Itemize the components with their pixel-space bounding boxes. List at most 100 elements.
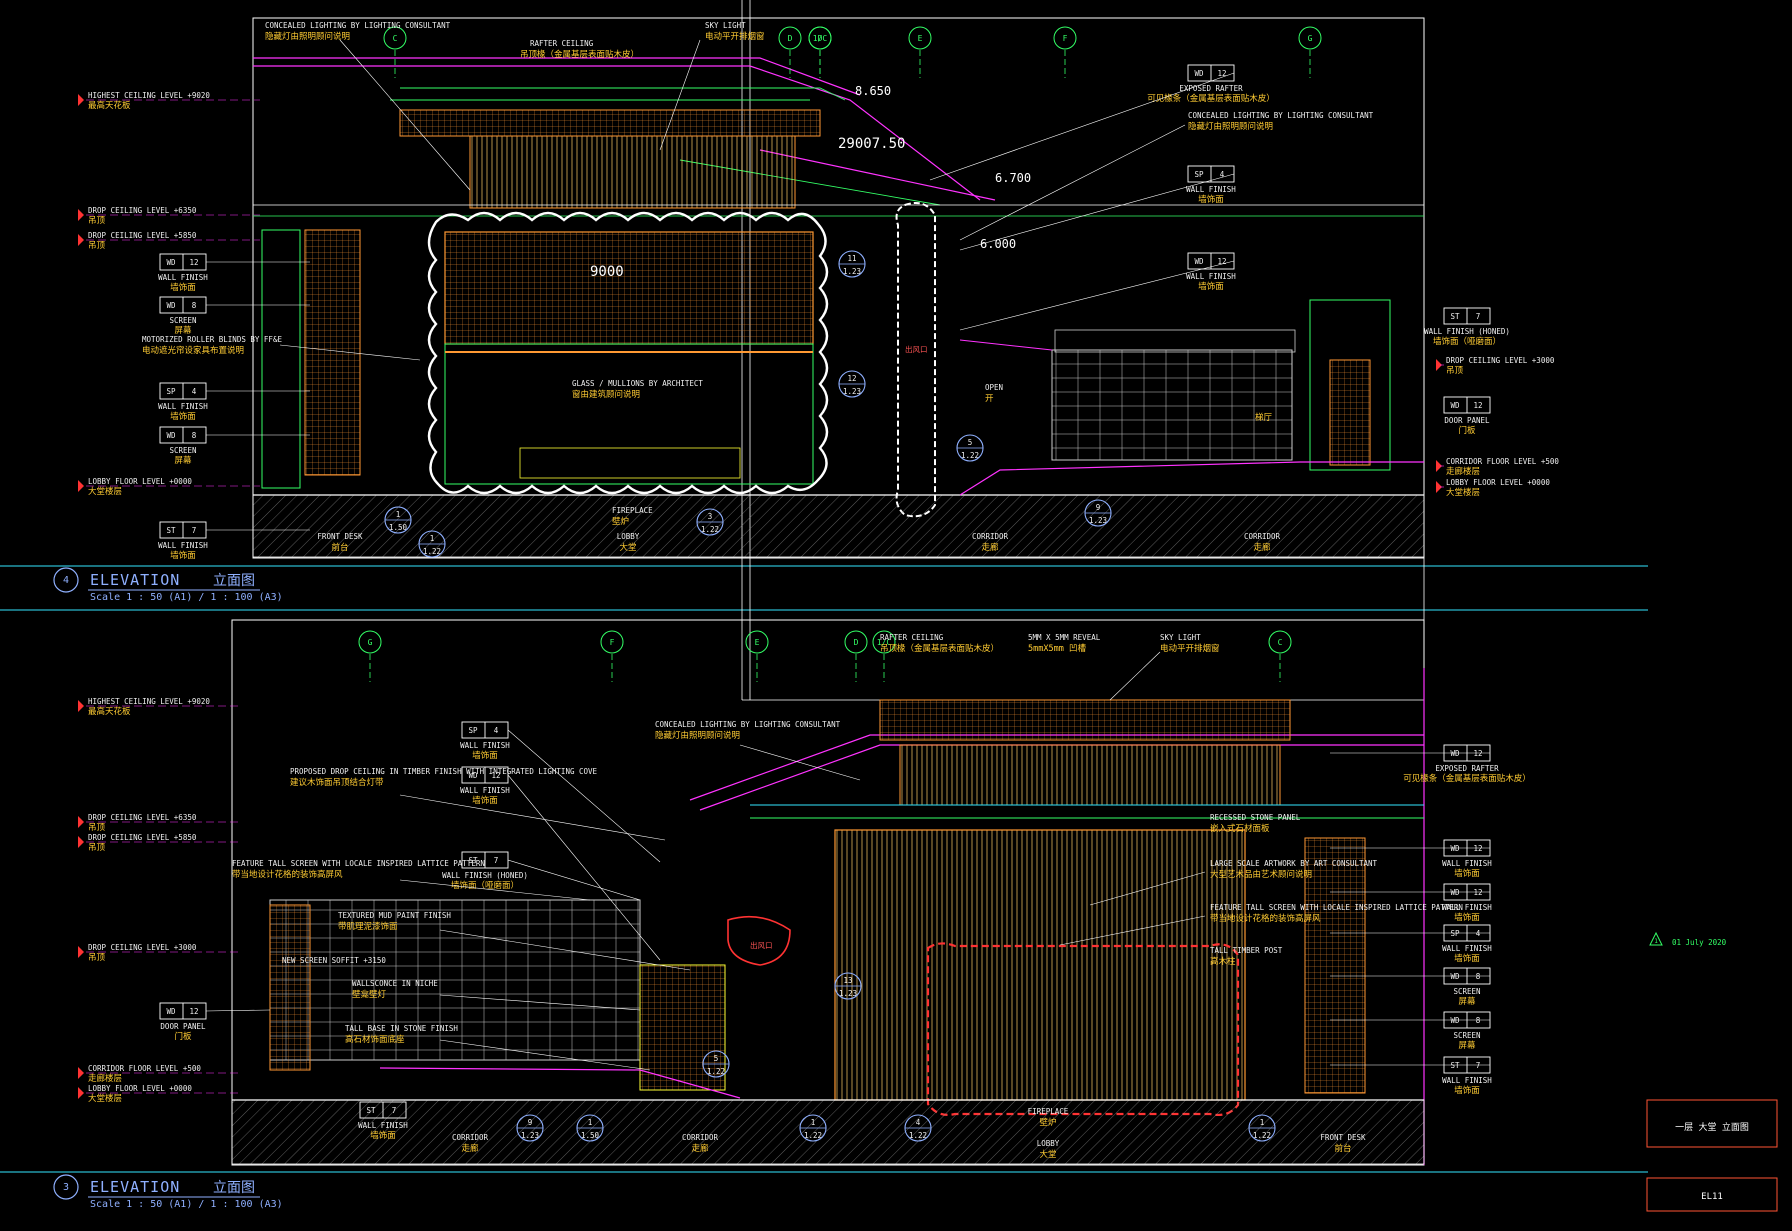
tag-bottom-left-0-num: 12 xyxy=(189,1007,198,1016)
room-top-2-cn: 走廊 xyxy=(981,542,999,553)
level-bottom-1-en: DROP CEILING LEVEL +6350 xyxy=(88,813,197,822)
tag-bottom-mid-1-num: 12 xyxy=(491,771,500,780)
room-top-0-cn: 前台 xyxy=(331,542,348,553)
note-bottom-post-cn: 高木柱 xyxy=(1210,956,1236,967)
section-bubble-top-6-num: 9 xyxy=(1096,503,1101,512)
tag-bottom-right-1-en: WALL FINISH xyxy=(1442,859,1492,868)
tag-bottom-left-0-cn: 门板 xyxy=(174,1031,192,1042)
tag-top-right-0-code: ST xyxy=(1450,312,1460,321)
grid-bottom-2: E xyxy=(755,638,760,647)
title-bottom-en: ELEVATION xyxy=(90,1178,180,1196)
tag-bottom-right-3-en: WALL FINISH xyxy=(1442,944,1492,953)
note-bottom-skylight-en: SKY LIGHT xyxy=(1160,633,1201,642)
note-bottom-lattice-cn: 带当地设计花格的装饰高屏风 xyxy=(1210,913,1321,924)
tag-bottom-left-1-num: 7 xyxy=(392,1106,397,1115)
tag-bottom-mid-0-num: 4 xyxy=(494,726,499,735)
tag-top-1-cn: 屏幕 xyxy=(174,325,192,336)
level-arrow-icon xyxy=(78,480,84,492)
lobby-lower-glazing xyxy=(444,343,814,485)
note-bottom-reveal-cn: 5mmX5mm 凹槽 xyxy=(1028,643,1086,654)
revision-mark: 1 xyxy=(1654,938,1658,945)
section-bubble-bottom-1-sheet: 1.22 xyxy=(707,1067,725,1076)
tag-top-mid-1-num: 4 xyxy=(1220,170,1225,179)
room-bottom-2-cn: 壁炉 xyxy=(1039,1117,1056,1128)
tag-bottom-right-4-code: WD xyxy=(1450,972,1460,981)
tag-top-2-cn: 墙饰面 xyxy=(170,411,196,422)
room-top-3-cn: 走廊 xyxy=(1253,542,1271,553)
note-bottom-base-en: TALL BASE IN STONE FINISH xyxy=(345,1024,458,1033)
level-arrow-icon xyxy=(78,1067,84,1079)
grid-top-5: F xyxy=(1063,34,1068,43)
lobby-upper-glazing xyxy=(444,231,814,345)
room-bottom-0-cn: 走廊 xyxy=(461,1143,479,1154)
grid-top-4: E xyxy=(918,34,923,43)
tag-bottom-mid-1-cn: 墙饰面 xyxy=(472,795,498,806)
tag-top-3-num: 8 xyxy=(192,431,197,440)
tag-bottom-mid-2-en: WALL FINISH (HONED) xyxy=(442,871,528,880)
note-top-fireplace-en: FIREPLACE xyxy=(612,506,653,515)
upper-screen-bottom xyxy=(899,744,1281,806)
section-bubble-top-3-num: 1 xyxy=(396,510,401,519)
tag-top-2-num: 4 xyxy=(192,387,197,396)
revision-cloud-top xyxy=(427,211,829,495)
tag-bottom-mid-2-code: ST xyxy=(468,856,478,865)
room-bottom-2-en: FIREPLACE xyxy=(1028,1107,1069,1116)
level-arrow-icon xyxy=(78,836,84,848)
note-top-skylight-en: SKY LIGHT xyxy=(705,21,746,30)
note-bottom-rafter-cn: 吊顶椽（金属基层表面贴木皮） xyxy=(880,643,999,654)
level-arrow-icon xyxy=(1436,481,1442,493)
tag-top-mid-2-code: WD xyxy=(1194,257,1204,266)
section-bubble-top-0-sheet: 1.23 xyxy=(843,267,861,276)
lift-lobby-wall xyxy=(1051,349,1293,461)
grid-bubble xyxy=(745,630,769,654)
tag-top-3-code: WD xyxy=(166,431,176,440)
tag-bottom-right-1-code: WD xyxy=(1450,844,1460,853)
section-bubble-top-0-num: 11 xyxy=(847,254,856,263)
title-top-number: 4 xyxy=(63,575,69,586)
grid-bubble xyxy=(778,26,802,50)
level-top-right-1-en: CORRIDOR FLOOR LEVEL +500 xyxy=(1446,457,1559,466)
level-top-2-en: DROP CEILING LEVEL +5850 xyxy=(88,231,197,240)
tag-top-0-cn: 墙饰面 xyxy=(170,282,196,293)
note-bottom-proposed-cn: 建议木饰面吊顶结合灯带 xyxy=(290,777,384,788)
room-top-0-en: FRONT DESK xyxy=(317,532,363,541)
room-bottom-4-cn: 前台 xyxy=(1334,1143,1351,1154)
grid-top-6: G xyxy=(1308,34,1313,43)
revision-date: 01 July 2020 xyxy=(1672,938,1727,947)
title-bottom-scale: Scale 1 : 50 (A1) / 1 : 100 (A3) xyxy=(90,1199,283,1210)
door-panel-top xyxy=(1329,359,1371,466)
tag-top-right-1-num: 12 xyxy=(1473,401,1482,410)
level-arrow-icon xyxy=(78,946,84,958)
note-bottom-skylight-cn: 电动平开排烟窗 xyxy=(1160,643,1220,654)
level-bottom-1-cn: 吊顶 xyxy=(88,823,106,833)
level-arrow-icon xyxy=(1436,359,1442,371)
grid-top-3: D xyxy=(818,34,823,43)
tag-top-0-code: WD xyxy=(166,258,176,267)
room-bottom-3-en: LOBBY xyxy=(1037,1139,1060,1148)
level-bottom-0-en: HIGHEST CEILING LEVEL +9020 xyxy=(88,697,210,706)
tag-bottom-right-1-cn: 墙饰面 xyxy=(1454,868,1480,879)
tag-top-1-num: 8 xyxy=(192,301,197,310)
grid-bottom-0: G xyxy=(368,638,373,647)
note-bottom-artwork-cn: 大型艺术品由艺术顾问说明 xyxy=(1210,869,1312,880)
tag-bottom-right-6-code: ST xyxy=(1450,1061,1460,1070)
tag-bottom-right-1-num: 12 xyxy=(1473,844,1482,853)
note-bottom-soffit: NEW SCREEN SOFFIT +3150 xyxy=(282,956,386,965)
room-top-1-en: LOBBY xyxy=(617,532,640,541)
section-bubble-bottom-2-num: 9 xyxy=(528,1118,533,1127)
note-top-concealed-en: CONCEALED LIGHTING BY LIGHTING CONSULTAN… xyxy=(265,21,451,30)
tag-top-1-code: WD xyxy=(166,301,176,310)
note-bottom-base-cn: 高石材饰面底座 xyxy=(345,1034,405,1045)
note-bottom-recessed-en: RECESSED STONE PANEL xyxy=(1210,813,1301,822)
note-bottom-concealed-cn: 隐藏灯由照明顾问说明 xyxy=(655,730,740,741)
level-highest-top: 8.650 xyxy=(855,84,891,98)
section-bubble-top-1-num: 12 xyxy=(847,374,856,383)
level-top-3-en: LOBBY FLOOR LEVEL +0000 xyxy=(88,477,192,486)
tag-bottom-right-0-cn: 可见椽条（金属基层表面贴木皮） xyxy=(1403,773,1531,784)
tag-top-2-code: SP xyxy=(166,387,176,396)
note-bottom-concealed-en: CONCEALED LIGHTING BY LIGHTING CONSULTAN… xyxy=(655,720,841,729)
level-bottom-2-en: DROP CEILING LEVEL +5850 xyxy=(88,833,197,842)
note-bottom-rafter-en: RAFTER CEILING xyxy=(880,633,944,642)
tag-bottom-right-6-num: 7 xyxy=(1476,1061,1481,1070)
tag-bottom-right-3-code: SP xyxy=(1450,929,1460,938)
